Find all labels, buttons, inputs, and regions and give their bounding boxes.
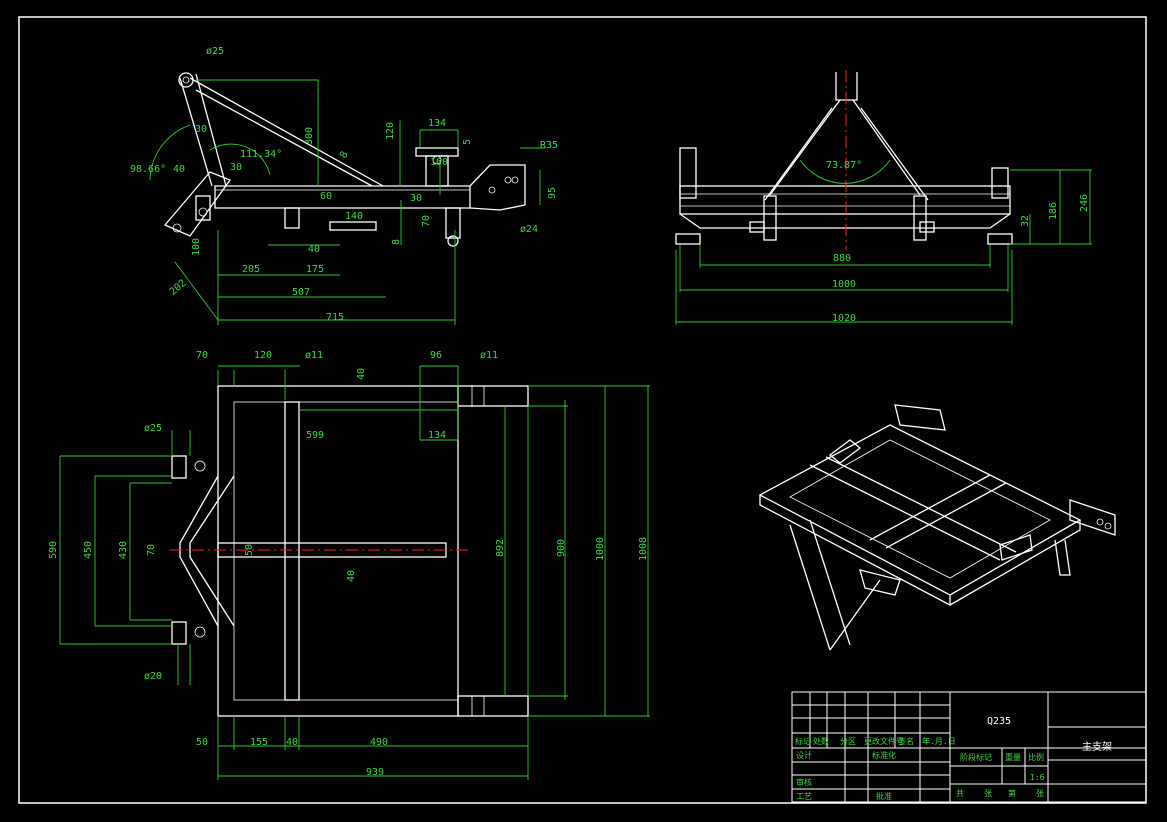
tb-label-change: 更改文件号 <box>864 736 904 746</box>
dim-side-60: 60 <box>320 191 332 202</box>
dim-top-590: 590 <box>48 541 59 559</box>
dim-top-1008: 1008 <box>638 537 649 561</box>
tb-standard: 标准化 <box>872 750 896 760</box>
dim-side-40b: 40 <box>308 244 320 255</box>
dim-top-d20: ø20 <box>144 671 162 682</box>
dim-side-40: 40 <box>173 164 185 175</box>
front-view: 73.87° 880 1000 1020 32 186 246 <box>675 70 1092 325</box>
tb-label-sign: 签名 <box>898 736 914 746</box>
dim-front-angle: 73.87° <box>826 160 862 171</box>
dim-top-939: 939 <box>366 767 384 778</box>
dim-top-50: 50 <box>196 737 208 748</box>
dim-top-134: 134 <box>428 430 446 441</box>
dim-side-205: 205 <box>242 264 260 275</box>
tb-review: 审核 <box>796 777 812 787</box>
dim-top-96: 96 <box>430 350 442 361</box>
tb-label-count: 处数 <box>813 736 829 746</box>
dim-top-1000: 1000 <box>595 537 606 561</box>
dim-side-30c: 30 <box>410 193 422 204</box>
tb-label-date: 年.月.日 <box>922 736 956 746</box>
tb-label-zone: 分区 <box>840 737 856 746</box>
dim-side-24: ø24 <box>520 224 538 235</box>
dim-side-715: 715 <box>326 312 344 323</box>
drawing-border <box>18 16 1147 804</box>
dim-side-120: 120 <box>385 122 396 140</box>
dim-top-490: 490 <box>370 737 388 748</box>
dim-side-8: 8 <box>391 239 402 245</box>
tb-weight: 重量 <box>1005 752 1021 762</box>
tb-label-mark: 标记 <box>795 736 811 746</box>
dim-side-d25: ø25 <box>206 46 224 57</box>
dim-top-d25: ø25 <box>144 423 162 434</box>
dim-top-450: 450 <box>83 541 94 559</box>
dim-side-r35: R35 <box>540 140 558 151</box>
dim-side-30a: 30 <box>195 124 207 135</box>
dim-top-40b: 40 <box>346 570 357 582</box>
dim-side-70: 70 <box>421 215 432 227</box>
tb-stage: 阶段标记 <box>960 752 992 762</box>
dim-side-175: 175 <box>306 264 324 275</box>
dim-side-30b: 30 <box>230 162 242 173</box>
title-block: Q235 主支架 1:6 标记 处数 分区 更改文件号 签名 年.月.日 设计 … <box>791 691 1147 803</box>
tb-total: 共 <box>956 789 964 798</box>
dim-top-155: 155 <box>250 737 268 748</box>
dim-front-1020: 1020 <box>832 313 856 324</box>
dim-side-202: 202 <box>168 278 189 298</box>
tb-ratio: 比例 <box>1028 752 1044 762</box>
dim-side-300: 300 <box>304 127 315 145</box>
tb-sheet: 张 <box>1036 789 1044 798</box>
dim-side-160: 160 <box>430 157 448 168</box>
dim-side-140: 140 <box>345 211 363 222</box>
title-material: Q235 <box>987 716 1011 727</box>
dim-top-d11b: ø11 <box>480 350 498 361</box>
dim-side-5: 5 <box>462 139 473 145</box>
tb-no: 第 <box>1008 788 1016 798</box>
dim-side-8b: 8 <box>338 150 351 161</box>
isometric-view <box>758 404 1116 651</box>
dim-front-186: 186 <box>1048 202 1059 220</box>
title-part-name: 主支架 <box>1082 741 1112 753</box>
dim-top-70: 70 <box>196 350 208 361</box>
dim-top-120: 120 <box>254 350 272 361</box>
tb-approve: 批准 <box>876 791 892 801</box>
title-scale: 1:6 <box>1030 773 1045 782</box>
dim-top-892: 892 <box>495 539 506 557</box>
dim-top-50v: 50 <box>244 544 255 556</box>
dim-front-880: 880 <box>833 253 851 264</box>
dim-side-134: 134 <box>428 118 446 129</box>
top-view: 70 120 ø11 96 ø11 40 599 134 ø25 590 450… <box>48 350 650 780</box>
tb-process: 工艺 <box>796 792 812 801</box>
dim-top-70b: 70 <box>146 544 157 556</box>
dim-side-507: 507 <box>292 287 310 298</box>
dim-front-32: 32 <box>1020 215 1031 227</box>
dim-side-95: 95 <box>547 187 558 199</box>
dim-side-ang1: 98.66° <box>130 164 166 175</box>
dim-top-599: 599 <box>306 430 324 441</box>
dim-top-40: 40 <box>356 368 367 380</box>
dim-top-40c: 40 <box>286 737 298 748</box>
side-view: ø25 98.66° 111.34° 40 30 30 300 120 134 … <box>130 46 558 325</box>
dim-top-430: 430 <box>118 541 129 559</box>
dim-top-d11a: ø11 <box>305 350 323 361</box>
dim-front-246: 246 <box>1079 194 1090 212</box>
tb-sheets: 张 <box>984 789 992 798</box>
dim-side-ang2: 111.34° <box>240 149 282 160</box>
tb-design: 设计 <box>796 750 812 760</box>
dim-top-900: 900 <box>556 539 567 557</box>
dim-front-1000: 1000 <box>832 279 856 290</box>
dim-side-100: 100 <box>191 238 202 256</box>
